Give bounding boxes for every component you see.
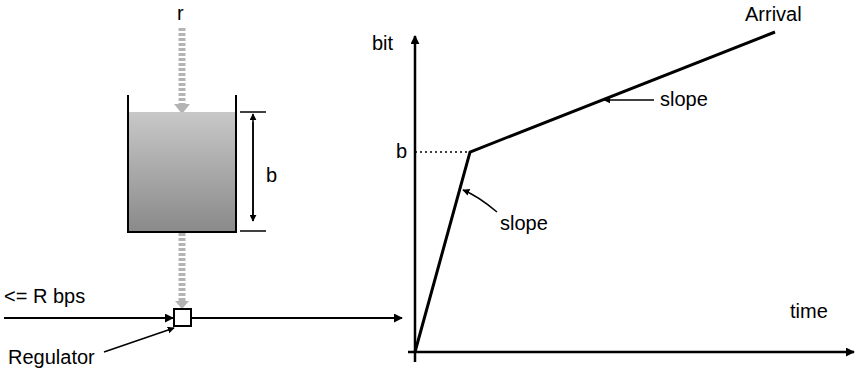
link-rate-label: <= R bps xyxy=(4,285,85,308)
curve-label: Arrival xyxy=(745,3,802,26)
token-stream xyxy=(179,28,186,104)
packet-line xyxy=(192,317,402,319)
axis-value: b xyxy=(396,140,407,163)
rate-label: r xyxy=(177,2,184,25)
leader-line xyxy=(463,190,497,212)
bucket-water xyxy=(129,112,235,231)
axis-label: time xyxy=(790,300,828,323)
token-stream xyxy=(179,233,186,302)
slope-label: slope xyxy=(660,88,708,111)
dimension-tick xyxy=(240,111,266,113)
leader-line xyxy=(104,328,174,352)
x-axis xyxy=(408,351,854,354)
packet-line xyxy=(4,317,173,319)
arrival-curve xyxy=(415,32,775,352)
dimension-tick xyxy=(240,230,266,232)
bucket-outline xyxy=(128,95,236,232)
dimension-label: b xyxy=(266,164,277,187)
regulator-symbol xyxy=(174,309,191,326)
slope-label: slope xyxy=(500,212,548,235)
part-label: Regulator xyxy=(8,346,95,369)
y-axis xyxy=(414,36,417,362)
leader-line xyxy=(604,99,654,101)
dimension-arrow xyxy=(252,114,254,221)
burst-guide xyxy=(415,151,470,153)
axis-label: bit xyxy=(372,32,393,55)
stream-head xyxy=(175,301,189,309)
